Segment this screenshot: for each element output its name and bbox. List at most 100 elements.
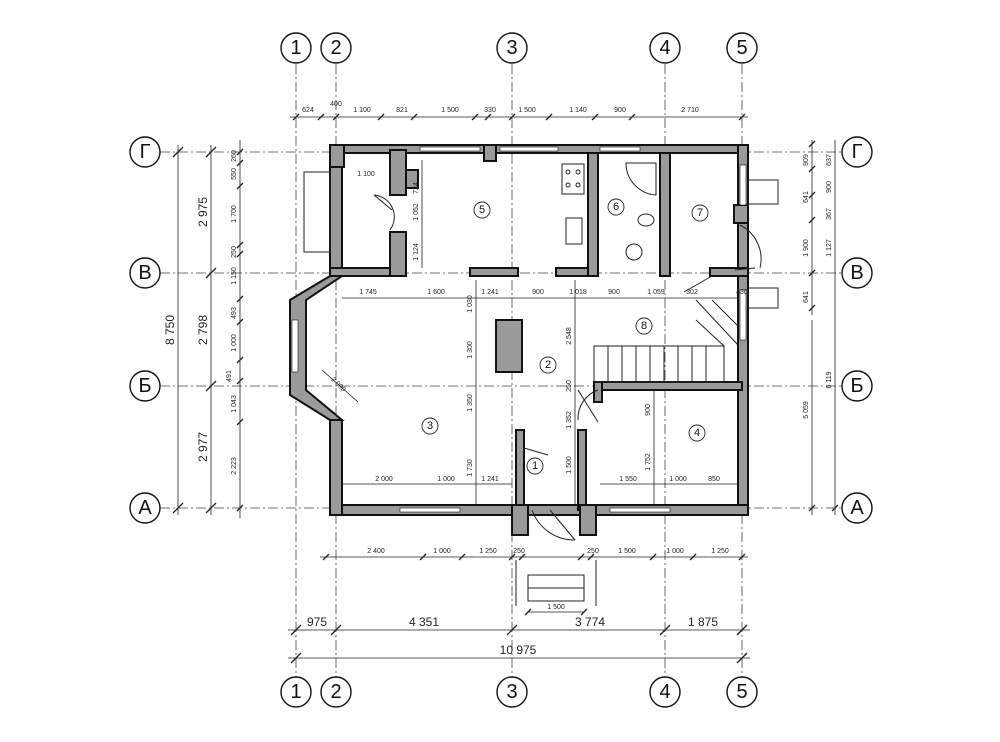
wall-room5-partition-low <box>389 231 407 277</box>
dimension-label: 1 127 <box>826 239 833 257</box>
left-axis-dimension-chain: 2 975 2 798 2 977 <box>196 145 217 515</box>
dimension-label: 5 059 <box>803 401 810 419</box>
dimension-label: 1 500 <box>618 548 636 555</box>
dimension-label: 724 <box>413 182 420 194</box>
dimension-label: 1 000 <box>437 476 455 483</box>
dimension-label: 909 <box>803 154 810 166</box>
axis-bubble <box>320 676 352 708</box>
dimension-label: 10 975 <box>500 643 537 657</box>
bottom-inner-dimension-chain: 2 400 1 000 1 250 250 250 1 500 1 000 1 … <box>320 548 748 561</box>
room-marker <box>539 356 557 374</box>
axis-bubble-label: 4 <box>659 37 670 59</box>
axis-bubble <box>726 32 758 64</box>
wall-column <box>733 204 749 224</box>
door-swing <box>683 275 713 293</box>
stair-outline <box>593 345 725 383</box>
axis-bubble-label: 2 <box>330 681 341 703</box>
right-outer-dimension-chain: 5 059 6 119 <box>803 140 839 515</box>
dimension-label: 1 250 <box>711 548 729 555</box>
dimension-label: 1 030 <box>467 295 474 313</box>
dimension-label: 975 <box>307 615 327 629</box>
dimension-label: 2 223 <box>231 457 238 475</box>
wall-entry-right <box>577 429 587 511</box>
window <box>599 146 641 152</box>
dimension-label: 3 774 <box>575 615 605 629</box>
dimension-label: 2 798 <box>196 315 210 345</box>
window <box>399 507 461 513</box>
dimension-label: 2 548 <box>566 327 573 345</box>
axis-bubble-label: В <box>138 262 151 284</box>
room-marker <box>688 424 706 442</box>
window <box>291 319 299 373</box>
washbasin-icon <box>625 243 643 261</box>
dimension-label: 1 900 <box>803 239 810 257</box>
dimension-label: 1 350 <box>467 394 474 412</box>
window <box>739 289 747 341</box>
axis-bubble <box>841 370 873 402</box>
porch-right <box>747 179 779 205</box>
dimension-label: 641 <box>803 291 810 303</box>
windows <box>291 146 747 513</box>
dimension-label: 250 <box>566 380 573 392</box>
dimension-label: 1 500 <box>518 107 536 114</box>
dimension-label: 1 550 <box>619 476 637 483</box>
room-number: 8 <box>641 320 647 332</box>
room-marker <box>635 317 653 335</box>
wall-column <box>405 169 419 189</box>
wall-bottom <box>329 504 749 516</box>
porch-left <box>303 171 331 253</box>
porch-dimension: 1 500 <box>524 604 588 616</box>
wall-column <box>483 144 497 162</box>
room-number: 3 <box>427 420 433 432</box>
axis-bubble-label: Г <box>140 141 151 163</box>
dimension-label: 491 <box>226 370 233 382</box>
dimension-label: 1 018 <box>569 289 587 296</box>
toilet-icon <box>637 213 655 227</box>
dimension-label: 8 750 <box>163 315 177 345</box>
dimension-label: 2 400 <box>367 548 385 555</box>
axis-bubble <box>129 257 161 289</box>
wall-entry-stub-r <box>579 504 597 536</box>
wall-stair-bottom <box>593 381 743 391</box>
window <box>419 146 481 152</box>
window <box>499 146 559 152</box>
dimension-label: 1 000 <box>231 334 238 352</box>
dimension-label: 1 752 <box>645 453 652 471</box>
axis-bubble-label: 5 <box>736 681 747 703</box>
dimension-label: 260 <box>231 150 238 162</box>
dimension-label: 1 043 <box>231 395 238 413</box>
wall-left-lower <box>329 419 343 516</box>
dimension-label: 6 119 <box>826 371 833 388</box>
axis-bubble <box>129 370 161 402</box>
sink-icon <box>565 217 583 245</box>
axis-bubble-label: 2 <box>330 37 341 59</box>
room-markers: 1 2 3 4 5 6 7 8 <box>421 198 709 475</box>
axis-bubble-label: А <box>138 497 152 519</box>
axis-bubble <box>841 257 873 289</box>
axis-bubble <box>649 32 681 64</box>
dimension-label: 1 700 <box>231 205 238 223</box>
room-number: 6 <box>613 201 619 213</box>
axis-bubble <box>841 136 873 168</box>
dimension-label: 1 052 <box>413 203 420 221</box>
dimension-label: 1 100 <box>353 107 371 114</box>
axis-bubbles-top: 1 2 3 4 5 <box>280 32 758 64</box>
dimension-label: 1 124 <box>413 243 420 261</box>
room-marker <box>691 204 709 222</box>
dimension-label: 900 <box>645 404 652 416</box>
dimension-label: 1 059 <box>647 289 665 296</box>
dimension-label: 367 <box>826 208 833 220</box>
room-marker <box>473 201 491 219</box>
dimension-label: 1 352 <box>566 411 573 429</box>
dimension-label: 1 500 <box>441 107 459 114</box>
dimension-label: 2 977 <box>196 432 210 462</box>
dimension-label: 330 <box>484 107 496 114</box>
axis-bubble-label: В <box>850 262 863 284</box>
wall-column <box>329 144 345 168</box>
dimension-label: 1 241 <box>481 289 499 296</box>
window <box>739 164 747 206</box>
room-marker <box>421 417 439 435</box>
wall-entry-left <box>515 429 525 511</box>
axis-bubble-label: А <box>850 497 864 519</box>
